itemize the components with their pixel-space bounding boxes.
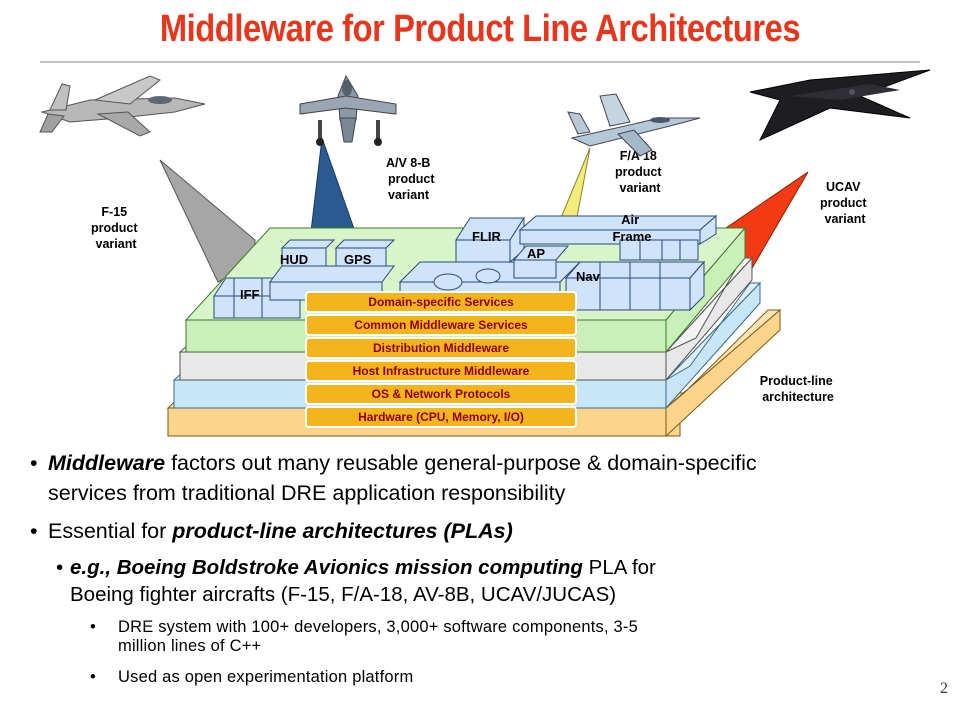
- bullet-dre-line1: DRE system with 100+ developers, 3,000+ …: [118, 618, 638, 636]
- ucav-variant-label: UCAV product variant: [820, 180, 870, 226]
- layer-host-infrastructure: Host Infrastructure Middleware: [353, 364, 530, 378]
- layer-stack: Domain-specific Services Common Middlewa…: [305, 291, 577, 428]
- bullet-boeing-text: PLA for: [582, 556, 656, 579]
- bullet-middleware-line2: services from traditional DRE applicatio…: [48, 481, 566, 505]
- bullet-boeing: • e.g., Boeing Boldstroke Avionics missi…: [30, 554, 950, 608]
- bullet-boeing-bold: e.g., Boeing Boldstroke Avionics mission…: [70, 556, 583, 579]
- ap-label: AP: [527, 246, 545, 261]
- bullet-essential-text: Essential for: [48, 519, 173, 543]
- bullet-experimentation-text: Used as open experimentation platform: [118, 668, 414, 686]
- fa18-jet-icon: [567, 93, 701, 157]
- component-blocks: [213, 214, 718, 319]
- pla-label: Product-line architecture: [760, 374, 836, 404]
- nav-label: Nav: [576, 269, 601, 284]
- title-divider: [40, 61, 920, 63]
- bullet-list: • Middleware factors out many reusable g…: [30, 448, 950, 699]
- bullet-middleware-text: factors out many reusable general-purpos…: [165, 451, 757, 475]
- airframe-label: Air Frame: [612, 212, 651, 244]
- iff-label: IFF: [240, 287, 260, 302]
- ucav-drone-icon: [749, 69, 931, 142]
- layer-distribution: Distribution Middleware: [373, 341, 509, 355]
- layer-os-network: OS & Network Protocols: [372, 387, 511, 401]
- pla-diagram: Domain-specific Services Common Middlewa…: [39, 69, 931, 438]
- layer-hardware: Hardware (CPU, Memory, I/O): [358, 410, 524, 424]
- bullet-experimentation: • Used as open experimentation platform: [30, 668, 950, 687]
- harrier-jet-icon: [299, 74, 397, 146]
- bullet-dot: •: [90, 668, 96, 686]
- bullet-essential: • Essential for product-line architectur…: [30, 516, 950, 546]
- f15-variant-label: F-15 product variant: [91, 205, 141, 251]
- bullet-dot: •: [30, 519, 38, 543]
- bullet-dre-system: • DRE system with 100+ developers, 3,000…: [30, 618, 950, 656]
- bullet-middleware: • Middleware factors out many reusable g…: [30, 448, 950, 508]
- slide-title: Middleware for Product Line Architecture…: [159, 8, 801, 50]
- bullet-essential-bold: product-line architectures (PLAs): [172, 519, 513, 543]
- bullet-dot: •: [56, 556, 64, 579]
- bullet-dot: •: [90, 618, 96, 636]
- bullet-dre-line2: million lines of C++: [118, 637, 262, 655]
- page-number: 2: [940, 680, 948, 697]
- harrier-variant-label: A/V 8-B product variant: [386, 156, 438, 202]
- bullet-middleware-bold: Middleware: [48, 451, 166, 475]
- hud-label: HUD: [280, 252, 308, 267]
- gps-label: GPS: [344, 252, 372, 267]
- harrier-cone: [309, 137, 359, 241]
- flir-label: FLIR: [472, 229, 501, 244]
- bullet-dot: •: [30, 451, 38, 475]
- layer-domain-specific: Domain-specific Services: [368, 295, 514, 309]
- layer-common-middleware: Common Middleware Services: [354, 318, 528, 332]
- f15-jet-icon: [39, 75, 206, 137]
- bullet-boeing-line2: Boeing fighter aircrafts (F-15, F/A-18, …: [70, 583, 617, 606]
